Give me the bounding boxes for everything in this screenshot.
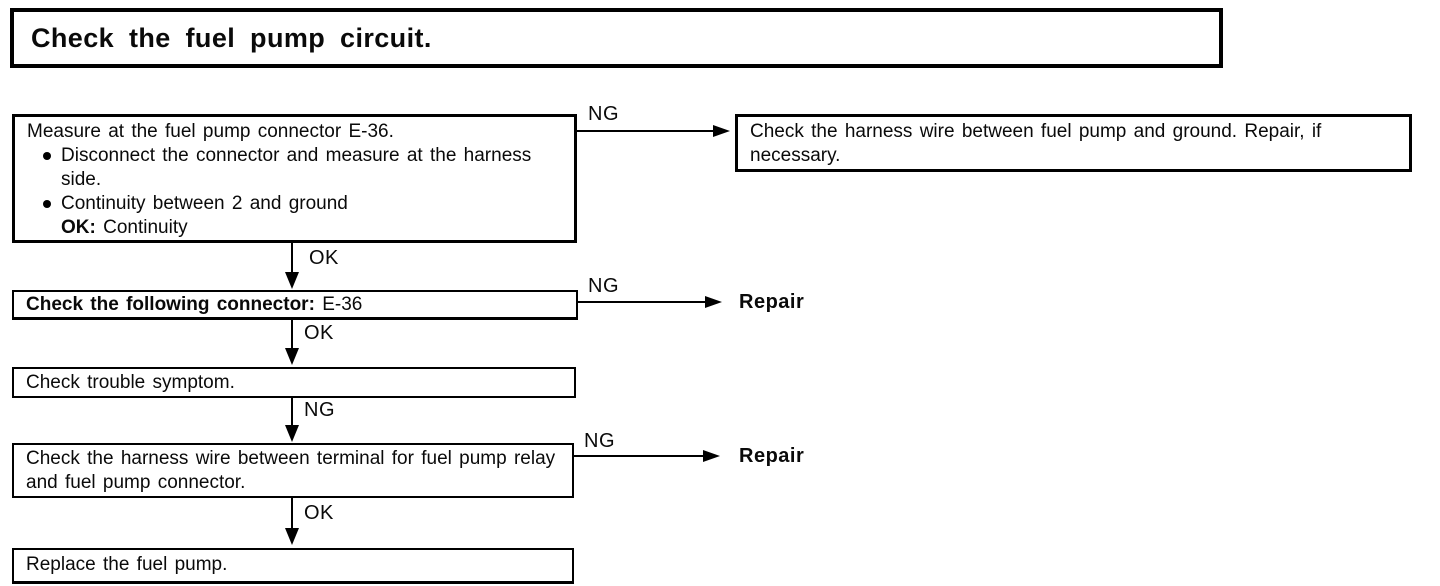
- step-measure-box: Measure at the fuel pump connector E-36.…: [12, 114, 577, 243]
- arrowhead-right-icon: [713, 125, 730, 137]
- arrowhead-down-icon: [285, 348, 299, 365]
- ng-arrow-2-line: [578, 301, 707, 303]
- arrowhead-right-icon: [705, 296, 722, 308]
- ok-arrow-1-line: [291, 243, 293, 274]
- ng-label: NG: [584, 430, 615, 452]
- result-label: OK:: [61, 217, 96, 238]
- arrowhead-down-icon: [285, 528, 299, 545]
- ok-arrow-3-line: [291, 498, 293, 530]
- bullet-icon: [43, 200, 51, 208]
- ng-arrow-1-line: [577, 130, 715, 132]
- ng-target-harness-ground-text: Check the harness wire between fuel pump…: [750, 121, 1322, 166]
- bullet-text: Continuity between 2 and ground: [61, 193, 348, 214]
- step-replace-fuel-pump-text: Replace the fuel pump.: [26, 554, 228, 575]
- repair-label: Repair: [739, 291, 805, 313]
- step-check-harness-relay-box: Check the harness wire between terminal …: [12, 443, 574, 498]
- ng-label: NG: [588, 103, 619, 125]
- arrowhead-right-icon: [703, 450, 720, 462]
- step-check-connector-value: E-36: [322, 294, 363, 315]
- repair-label: Repair: [739, 445, 805, 467]
- step-measure-result: OK: Continuity: [61, 216, 564, 240]
- ok-label: OK: [309, 247, 339, 269]
- step-check-harness-relay-text: Check the harness wire between terminal …: [26, 448, 556, 493]
- step-check-trouble-symptom-text: Check trouble symptom.: [26, 372, 235, 393]
- page-title: Check the fuel pump circuit.: [31, 22, 432, 53]
- step-check-trouble-symptom-box: Check trouble symptom.: [12, 367, 576, 398]
- step-measure-heading: Measure at the fuel pump connector E-36.: [27, 121, 394, 142]
- ng-label: NG: [588, 275, 619, 297]
- step-replace-fuel-pump-box: Replace the fuel pump.: [12, 548, 574, 584]
- step-check-connector-label: Check the following connector:: [26, 294, 315, 315]
- bullet-icon: [43, 152, 51, 160]
- ok-label: OK: [304, 502, 334, 524]
- title-box: Check the fuel pump circuit.: [10, 8, 1223, 68]
- ng-target-harness-ground-box: Check the harness wire between fuel pump…: [735, 114, 1412, 172]
- ok-label: OK: [304, 322, 334, 344]
- ng-arrow-down-line: [291, 398, 293, 427]
- arrowhead-down-icon: [285, 425, 299, 442]
- step-measure-bullet-1: Disconnect the connector and measure at …: [27, 144, 564, 192]
- ng-arrow-3-line: [574, 455, 705, 457]
- arrowhead-down-icon: [285, 272, 299, 289]
- ok-arrow-2-line: [291, 320, 293, 350]
- ng-label: NG: [304, 399, 335, 421]
- result-value: Continuity: [103, 217, 188, 238]
- step-check-connector-box: Check the following connector: E-36: [12, 290, 578, 320]
- bullet-text: Disconnect the connector and measure at …: [61, 145, 532, 190]
- step-measure-bullet-2: Continuity between 2 and ground: [27, 192, 564, 216]
